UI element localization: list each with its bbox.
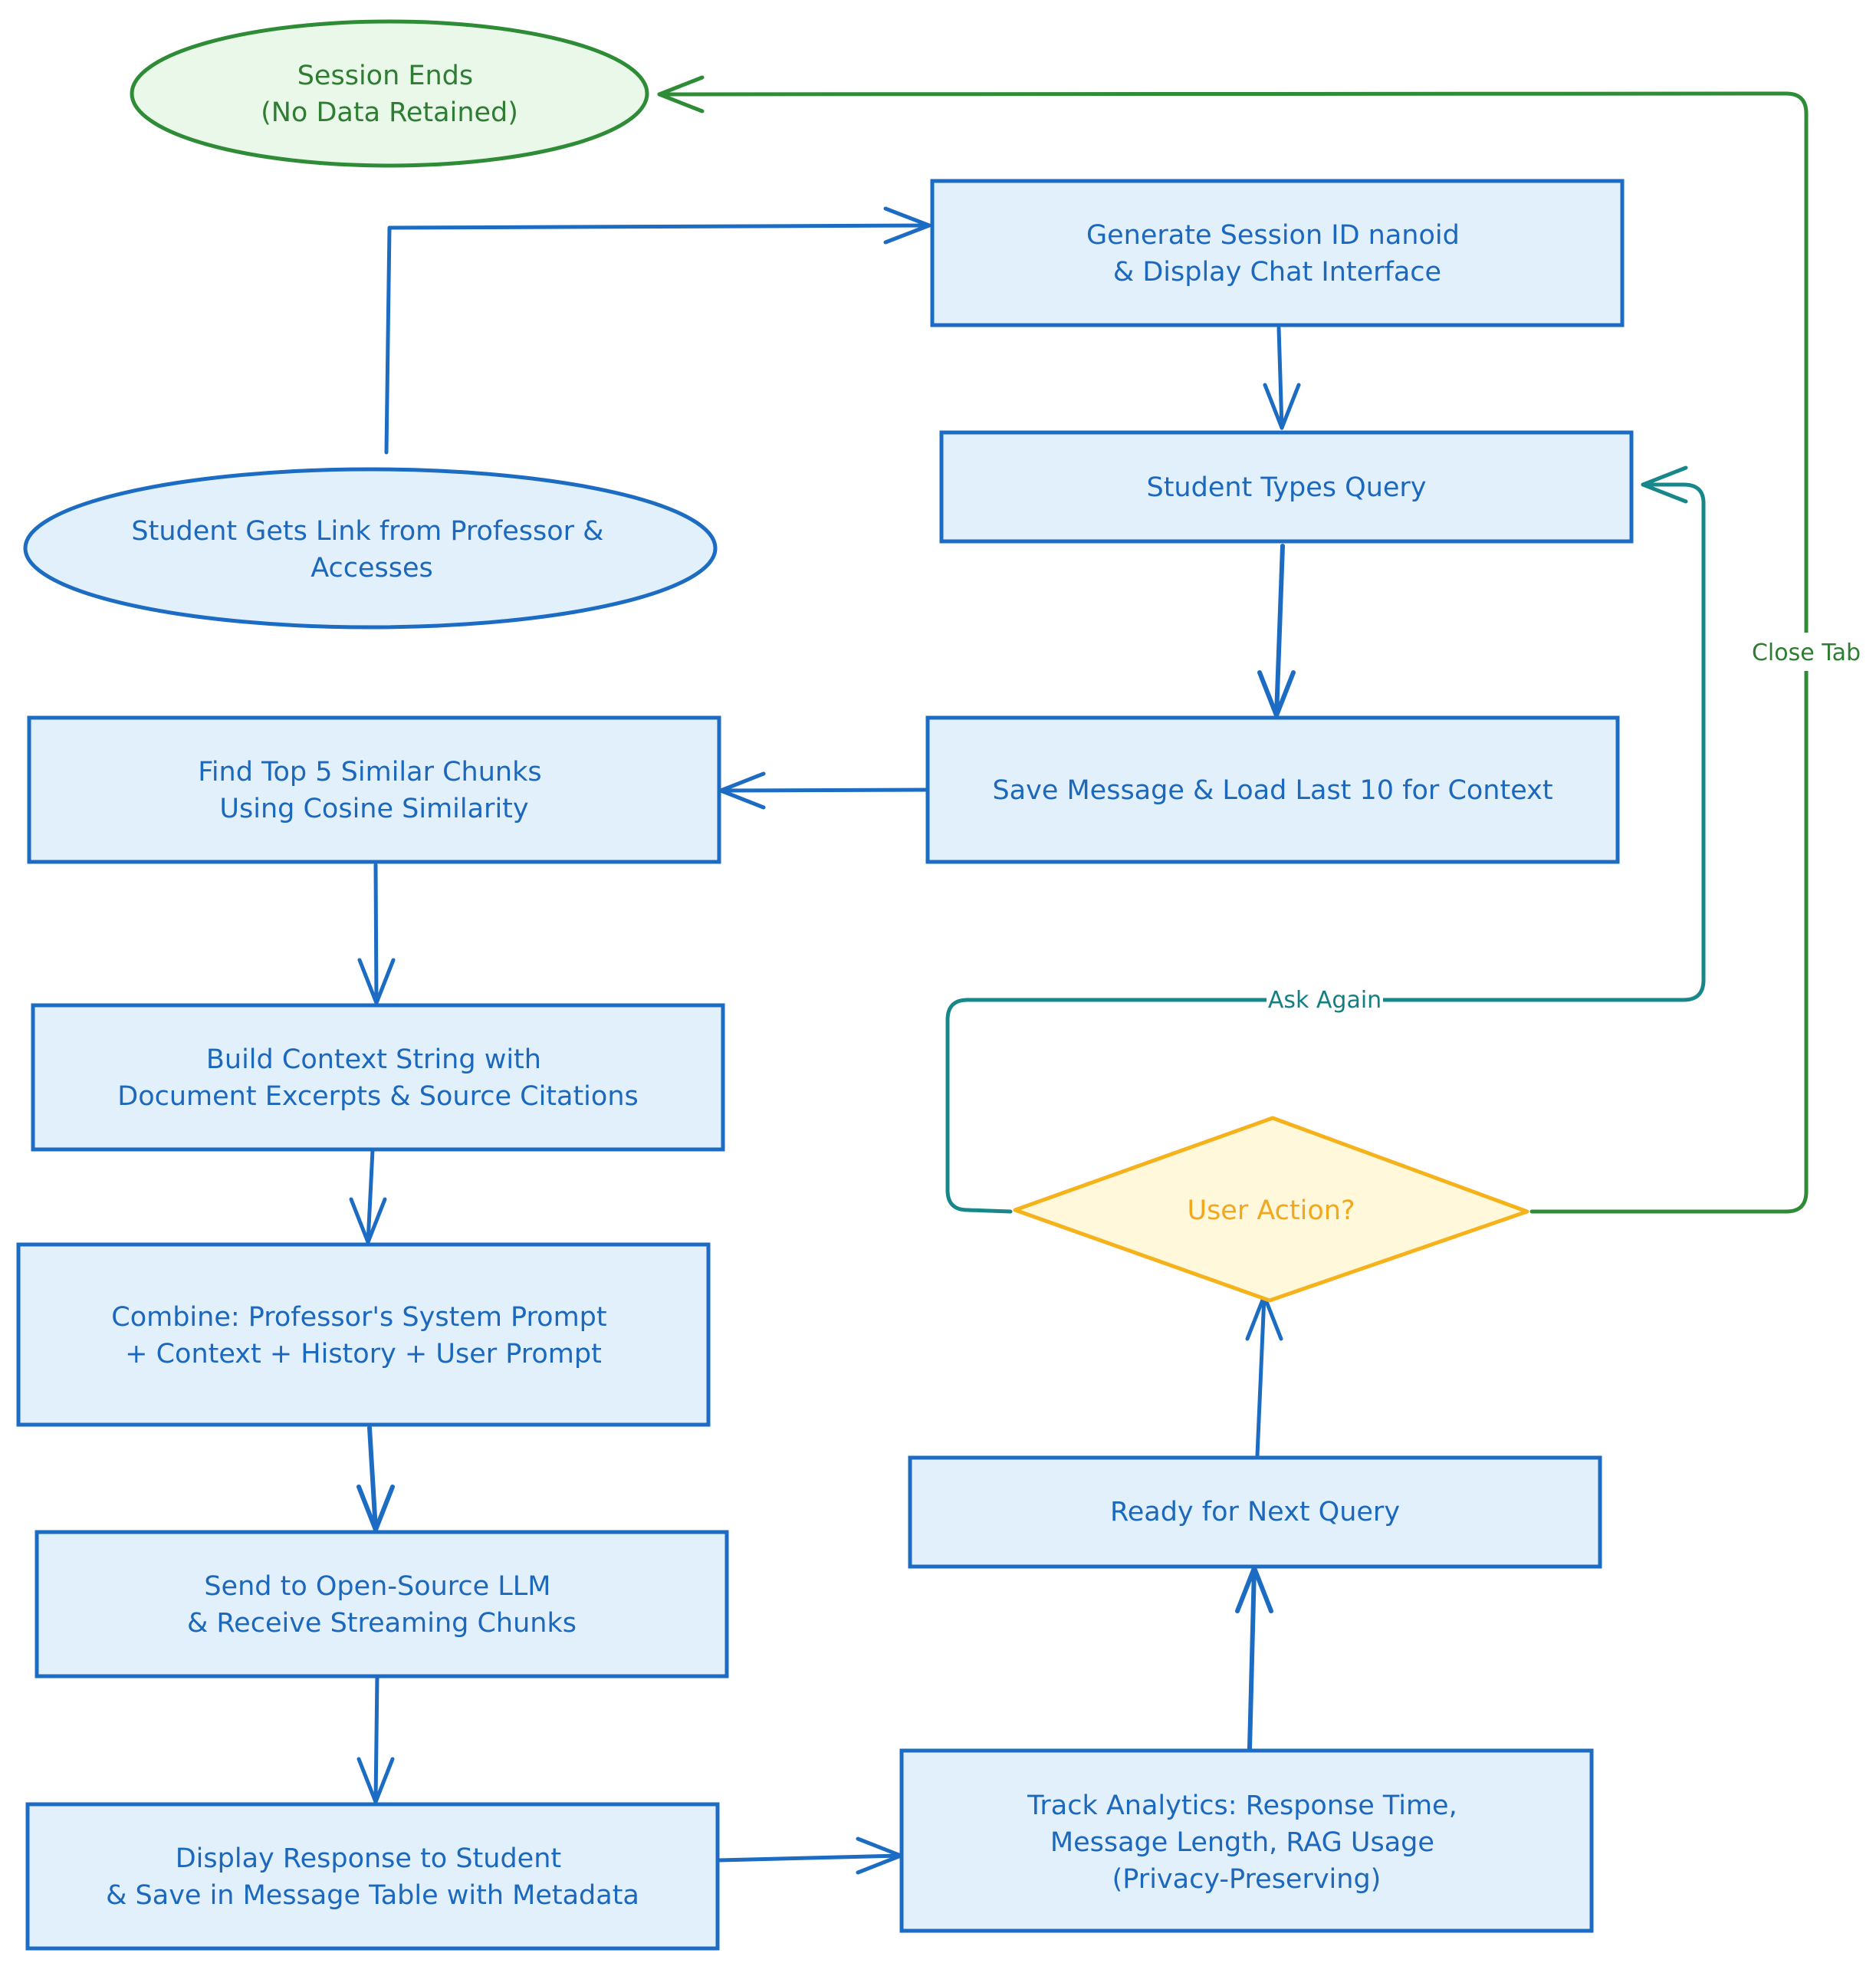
svg-text:Save Message & Load Last 10 fo: Save Message & Load Last 10 for Context — [992, 775, 1552, 806]
generate-session-line-2: & Display Chat Interface — [1113, 257, 1441, 288]
edge-generate-to-query — [1276, 326, 1284, 430]
svg-text:Find Top 5 Similar Chunks: Find Top 5 Similar Chunks Using Cosine S… — [198, 757, 550, 824]
node-send-to-llm: Send to Open-Source LLM & Receive Stream… — [34, 1530, 729, 1679]
svg-text:Generate Session ID nanoid: Generate Session ID nanoid & Display Cha… — [1086, 220, 1468, 288]
send-to-llm-line-2: & Receive Streaming Chunks — [187, 1608, 577, 1639]
node-save-message: Save Message & Load Last 10 for Context — [925, 715, 1620, 864]
find-top-chunks-line-1: Find Top 5 Similar Chunks — [198, 757, 541, 788]
student-gets-link-line-2: Accesses — [310, 553, 433, 584]
edge-query-to-save — [1274, 544, 1285, 718]
track-analytics-line-1: Track Analytics: Response Time, — [1027, 1790, 1457, 1821]
edge-combine-to-send — [367, 1425, 378, 1532]
svg-text:Combine: Professor's System Pr: Combine: Professor's System Prompt + Con… — [111, 1302, 616, 1369]
arrowhead-display — [356, 1757, 395, 1804]
node-build-context: Build Context String with Document Excer… — [31, 1003, 725, 1152]
node-student-types-query: Student Types Query — [939, 430, 1634, 544]
student-gets-link-line-1: Student Gets Link from Professor & — [131, 516, 603, 547]
combine-prompt-line-2: + Context + History + User Prompt — [125, 1339, 602, 1369]
svg-text:Track Analytics: Response Time: Track Analytics: Response Time, Message … — [1027, 1790, 1466, 1895]
send-to-llm-line-1: Send to Open-Source LLM — [204, 1571, 550, 1602]
session-ends-line-1: Session Ends — [297, 61, 473, 91]
arrowhead-build — [357, 958, 396, 1005]
node-display-response: Display Response to Student & Save in Me… — [25, 1802, 720, 1951]
node-find-top-chunks: Find Top 5 Similar Chunks Using Cosine S… — [27, 715, 721, 864]
edge-ready-to-action — [1255, 1294, 1267, 1458]
svg-text:Student Gets Link from Profess: Student Gets Link from Professor & Acces… — [131, 516, 612, 584]
svg-text:Build Context String with: Build Context String with Document Excer… — [117, 1044, 639, 1112]
svg-text:Ready for Next Query: Ready for Next Query — [1110, 1497, 1400, 1527]
arrowhead-combine — [349, 1197, 387, 1245]
arrowhead-ask-again — [1641, 465, 1688, 504]
svg-text:Session Ends (No Data Re: Session Ends (No Data Retained) — [261, 61, 518, 128]
display-response-line-1: Display Response to Student — [176, 1843, 561, 1874]
node-student-gets-link: Student Gets Link from Professor & Acces… — [23, 467, 718, 630]
track-analytics-line-2: Message Length, RAG Usage — [1050, 1827, 1434, 1858]
arrowhead-save — [1257, 670, 1296, 718]
close-tab-label: Close Tab — [1752, 640, 1861, 666]
close-tab-label-bg — [1745, 633, 1868, 671]
find-top-chunks-line-2: Using Cosine Similarity — [219, 794, 528, 824]
edge-track-to-ready — [1247, 1566, 1257, 1751]
user-action-line-1: User Action? — [1187, 1195, 1355, 1226]
arrowhead-send — [356, 1485, 395, 1532]
ask-again-label: Ask Again — [1268, 987, 1382, 1014]
svg-text:Send to Open-Source LLM: Send to Open-Source LLM & Receive Stream… — [187, 1571, 577, 1639]
edge-build-to-combine — [366, 1148, 375, 1245]
node-generate-session: Generate Session ID nanoid & Display Cha… — [930, 179, 1625, 327]
node-session-ends: Session Ends (No Data Retained) — [130, 19, 649, 168]
display-response-line-2: & Save in Message Table with Metadata — [106, 1880, 639, 1911]
node-track-analytics: Track Analytics: Response Time, Message … — [899, 1748, 1594, 1933]
edge-link-to-generate — [384, 223, 931, 455]
svg-text:Student Types Query: Student Types Query — [1146, 472, 1426, 503]
generate-session-line-1: Generate Session ID nanoid — [1086, 220, 1460, 251]
ready-next-query-line-1: Ready for Next Query — [1110, 1497, 1400, 1527]
save-message-line-1: Save Message & Load Last 10 for Context — [992, 775, 1552, 806]
ask-again-label-bg — [1267, 986, 1383, 1014]
arrowhead-generate — [883, 206, 931, 245]
session-ends-line-2: (No Data Retained) — [261, 97, 518, 128]
arrowhead-query — [1263, 383, 1301, 430]
edge-display-to-track — [717, 1853, 903, 1863]
edge-send-to-display — [373, 1672, 379, 1804]
svg-text:User Action?: User Action? — [1187, 1195, 1355, 1226]
student-types-query-line-1: Student Types Query — [1146, 472, 1426, 503]
node-user-action: User Action? — [1013, 1116, 1529, 1303]
track-analytics-line-3: (Privacy-Preserving) — [1112, 1864, 1382, 1895]
build-context-line-1: Build Context String with — [206, 1044, 541, 1075]
edge-save-to-find — [718, 788, 928, 793]
arrowhead-close-tab — [657, 75, 705, 113]
build-context-line-2: Document Excerpts & Source Citations — [117, 1081, 639, 1112]
node-ready-next-query: Ready for Next Query — [908, 1455, 1602, 1569]
svg-text:Display Response to Student: Display Response to Student & Save in Me… — [106, 1843, 639, 1911]
node-combine-prompt: Combine: Professor's System Prompt + Con… — [16, 1242, 711, 1427]
combine-prompt-line-1: Combine: Professor's System Prompt — [111, 1302, 606, 1333]
